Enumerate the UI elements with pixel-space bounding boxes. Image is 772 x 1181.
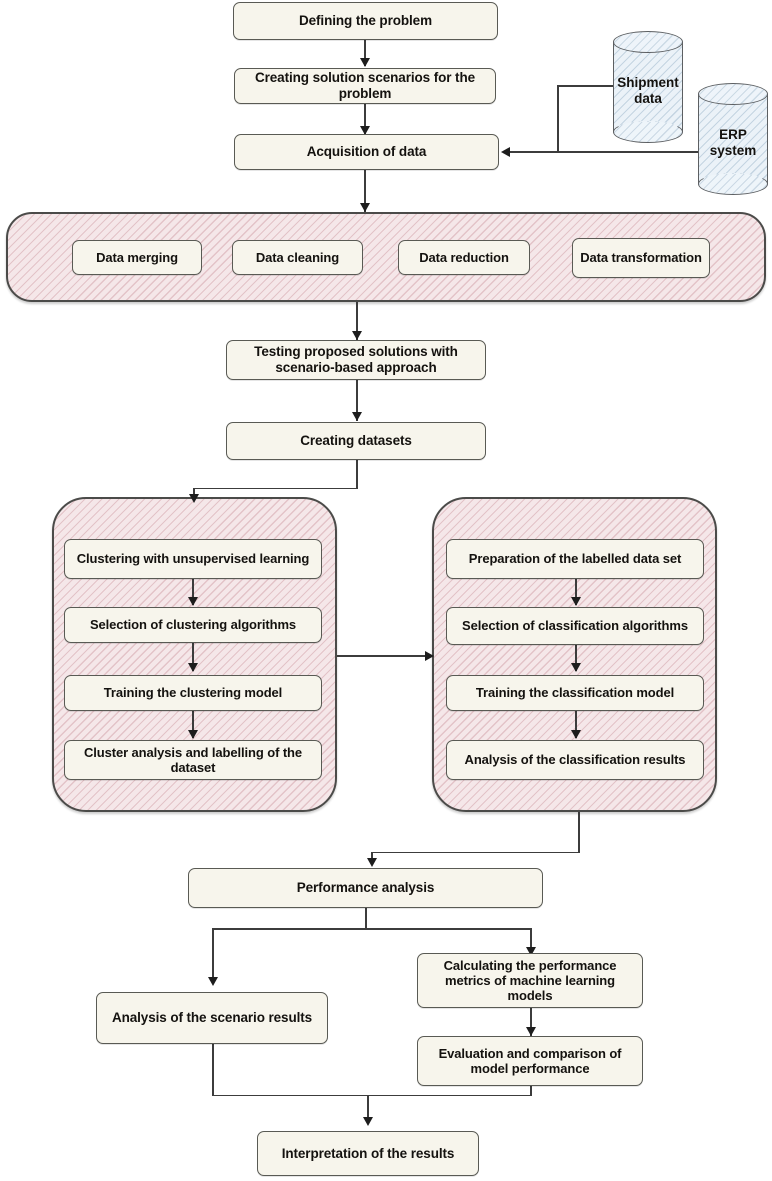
- cylinder-top-ellipse: [698, 83, 768, 105]
- step-training-clustering-model[interactable]: Training the clustering model: [64, 675, 322, 711]
- arrowhead-metrics-to-evaluation: [525, 1027, 536, 1036]
- node-creating-scenarios[interactable]: Creating solution scenarios for the prob…: [234, 68, 496, 104]
- connector-acquisition-to-preprocessing: [364, 170, 366, 212]
- connector-clustering-drop: [193, 487, 195, 498]
- connector-clustering-3-4: [192, 711, 194, 738]
- cylinder-top-ellipse: [613, 31, 683, 53]
- arrowhead-to-interpretation: [362, 1117, 373, 1126]
- connector-datasets-down: [356, 460, 358, 489]
- arrowhead-classification-1-2: [570, 597, 581, 606]
- connector-clustering-1-2: [192, 579, 194, 605]
- step-analysis-classification-results[interactable]: Analysis of the classification results: [446, 740, 704, 780]
- arrowhead-datastores-to-acquisition: [501, 146, 510, 157]
- connector-preprocessing-to-testing: [356, 302, 358, 340]
- step-data-reduction[interactable]: Data reduction: [398, 240, 530, 275]
- arrowhead-clustering-2-3: [187, 663, 198, 672]
- node-analysis-scenario-results[interactable]: Analysis of the scenario results: [96, 992, 328, 1044]
- connector-to-calculating-metrics: [530, 928, 532, 954]
- connector-scenarios-to-acquisition: [364, 104, 366, 134]
- connector-evaluation-down: [530, 1086, 532, 1096]
- arrowhead-clustering-1-2: [187, 597, 198, 606]
- connector-performance-split-stem: [365, 908, 367, 929]
- arrowhead-to-calculating-metrics: [525, 947, 536, 956]
- connector-classification-1-2: [575, 579, 577, 605]
- step-clustering-unsupervised[interactable]: Clustering with unsupervised learning: [64, 539, 322, 579]
- connector-testing-to-datasets: [356, 380, 358, 421]
- connector-shipment-horizontal: [557, 85, 615, 87]
- arrowhead-datasets-to-clustering: [188, 494, 199, 503]
- cylinder-bottom-ellipse: [698, 173, 768, 195]
- arrowhead-scenarios-to-acquisition: [359, 126, 370, 135]
- node-interpretation-results[interactable]: Interpretation of the results: [257, 1131, 479, 1176]
- node-defining-problem[interactable]: Defining the problem: [233, 2, 498, 40]
- node-creating-datasets[interactable]: Creating datasets: [226, 422, 486, 460]
- connector-performance-drop: [371, 851, 373, 862]
- step-cluster-analysis-labelling[interactable]: Cluster analysis and labelling of the da…: [64, 740, 322, 780]
- connector-to-performance-horizontal: [371, 851, 580, 854]
- step-selection-clustering-algorithms[interactable]: Selection of clustering algorithms: [64, 607, 322, 643]
- cylinder-bottom-ellipse: [613, 121, 683, 143]
- step-preparation-labelled-dataset[interactable]: Preparation of the labelled data set: [446, 539, 704, 579]
- step-selection-classification-algorithms[interactable]: Selection of classification algorithms: [446, 607, 704, 645]
- node-performance-analysis[interactable]: Performance analysis: [188, 868, 543, 908]
- arrowhead-clustering-to-classification: [425, 651, 434, 661]
- arrowhead-defining-to-scenarios: [359, 58, 370, 67]
- node-testing-solutions[interactable]: Testing proposed solutions with scenario…: [226, 340, 486, 380]
- connector-metrics-to-evaluation: [530, 1008, 532, 1036]
- connector-shipment-vertical: [557, 85, 559, 152]
- arrowhead-to-scenario-results: [207, 977, 218, 986]
- arrowhead-testing-to-datasets: [351, 412, 362, 421]
- arrowhead-to-performance-analysis: [366, 858, 377, 867]
- connector-classification-3-4: [575, 711, 577, 738]
- arrowhead-clustering-3-4: [187, 730, 198, 739]
- node-acquisition-of-data[interactable]: Acquisition of data: [234, 134, 499, 170]
- connector-converge-bar: [212, 1094, 532, 1097]
- arrowhead-acquisition-to-preprocessing: [359, 203, 370, 212]
- connector-clustering-2-3: [192, 643, 194, 671]
- node-calculating-metrics[interactable]: Calculating the performance metrics of m…: [417, 953, 643, 1008]
- arrowhead-preprocessing-to-testing: [351, 331, 362, 340]
- arrowhead-classification-3-4: [570, 730, 581, 739]
- step-training-classification-model[interactable]: Training the classification model: [446, 675, 704, 711]
- step-data-cleaning[interactable]: Data cleaning: [232, 240, 363, 275]
- connector-performance-split-bar: [212, 928, 531, 930]
- connector-clustering-to-classification: [337, 655, 427, 657]
- cylinder-body: [698, 94, 768, 184]
- connector-scenario-results-down: [212, 1044, 214, 1096]
- connector-classification-panel-down: [578, 812, 580, 853]
- connector-to-scenario-results: [212, 928, 214, 983]
- connector-defining-to-scenarios: [364, 40, 366, 66]
- connector-erp-to-acquisition: [510, 151, 702, 153]
- step-data-merging[interactable]: Data merging: [72, 240, 202, 275]
- connector-to-interpretation: [367, 1094, 369, 1124]
- step-data-transformation[interactable]: Data transformation: [572, 238, 710, 278]
- node-evaluation-comparison[interactable]: Evaluation and comparison of model perfo…: [417, 1036, 643, 1086]
- cylinder-body: [613, 42, 683, 132]
- arrowhead-classification-2-3: [570, 663, 581, 672]
- connector-datasets-to-clustering-horizontal: [193, 487, 358, 490]
- connector-classification-2-3: [575, 645, 577, 671]
